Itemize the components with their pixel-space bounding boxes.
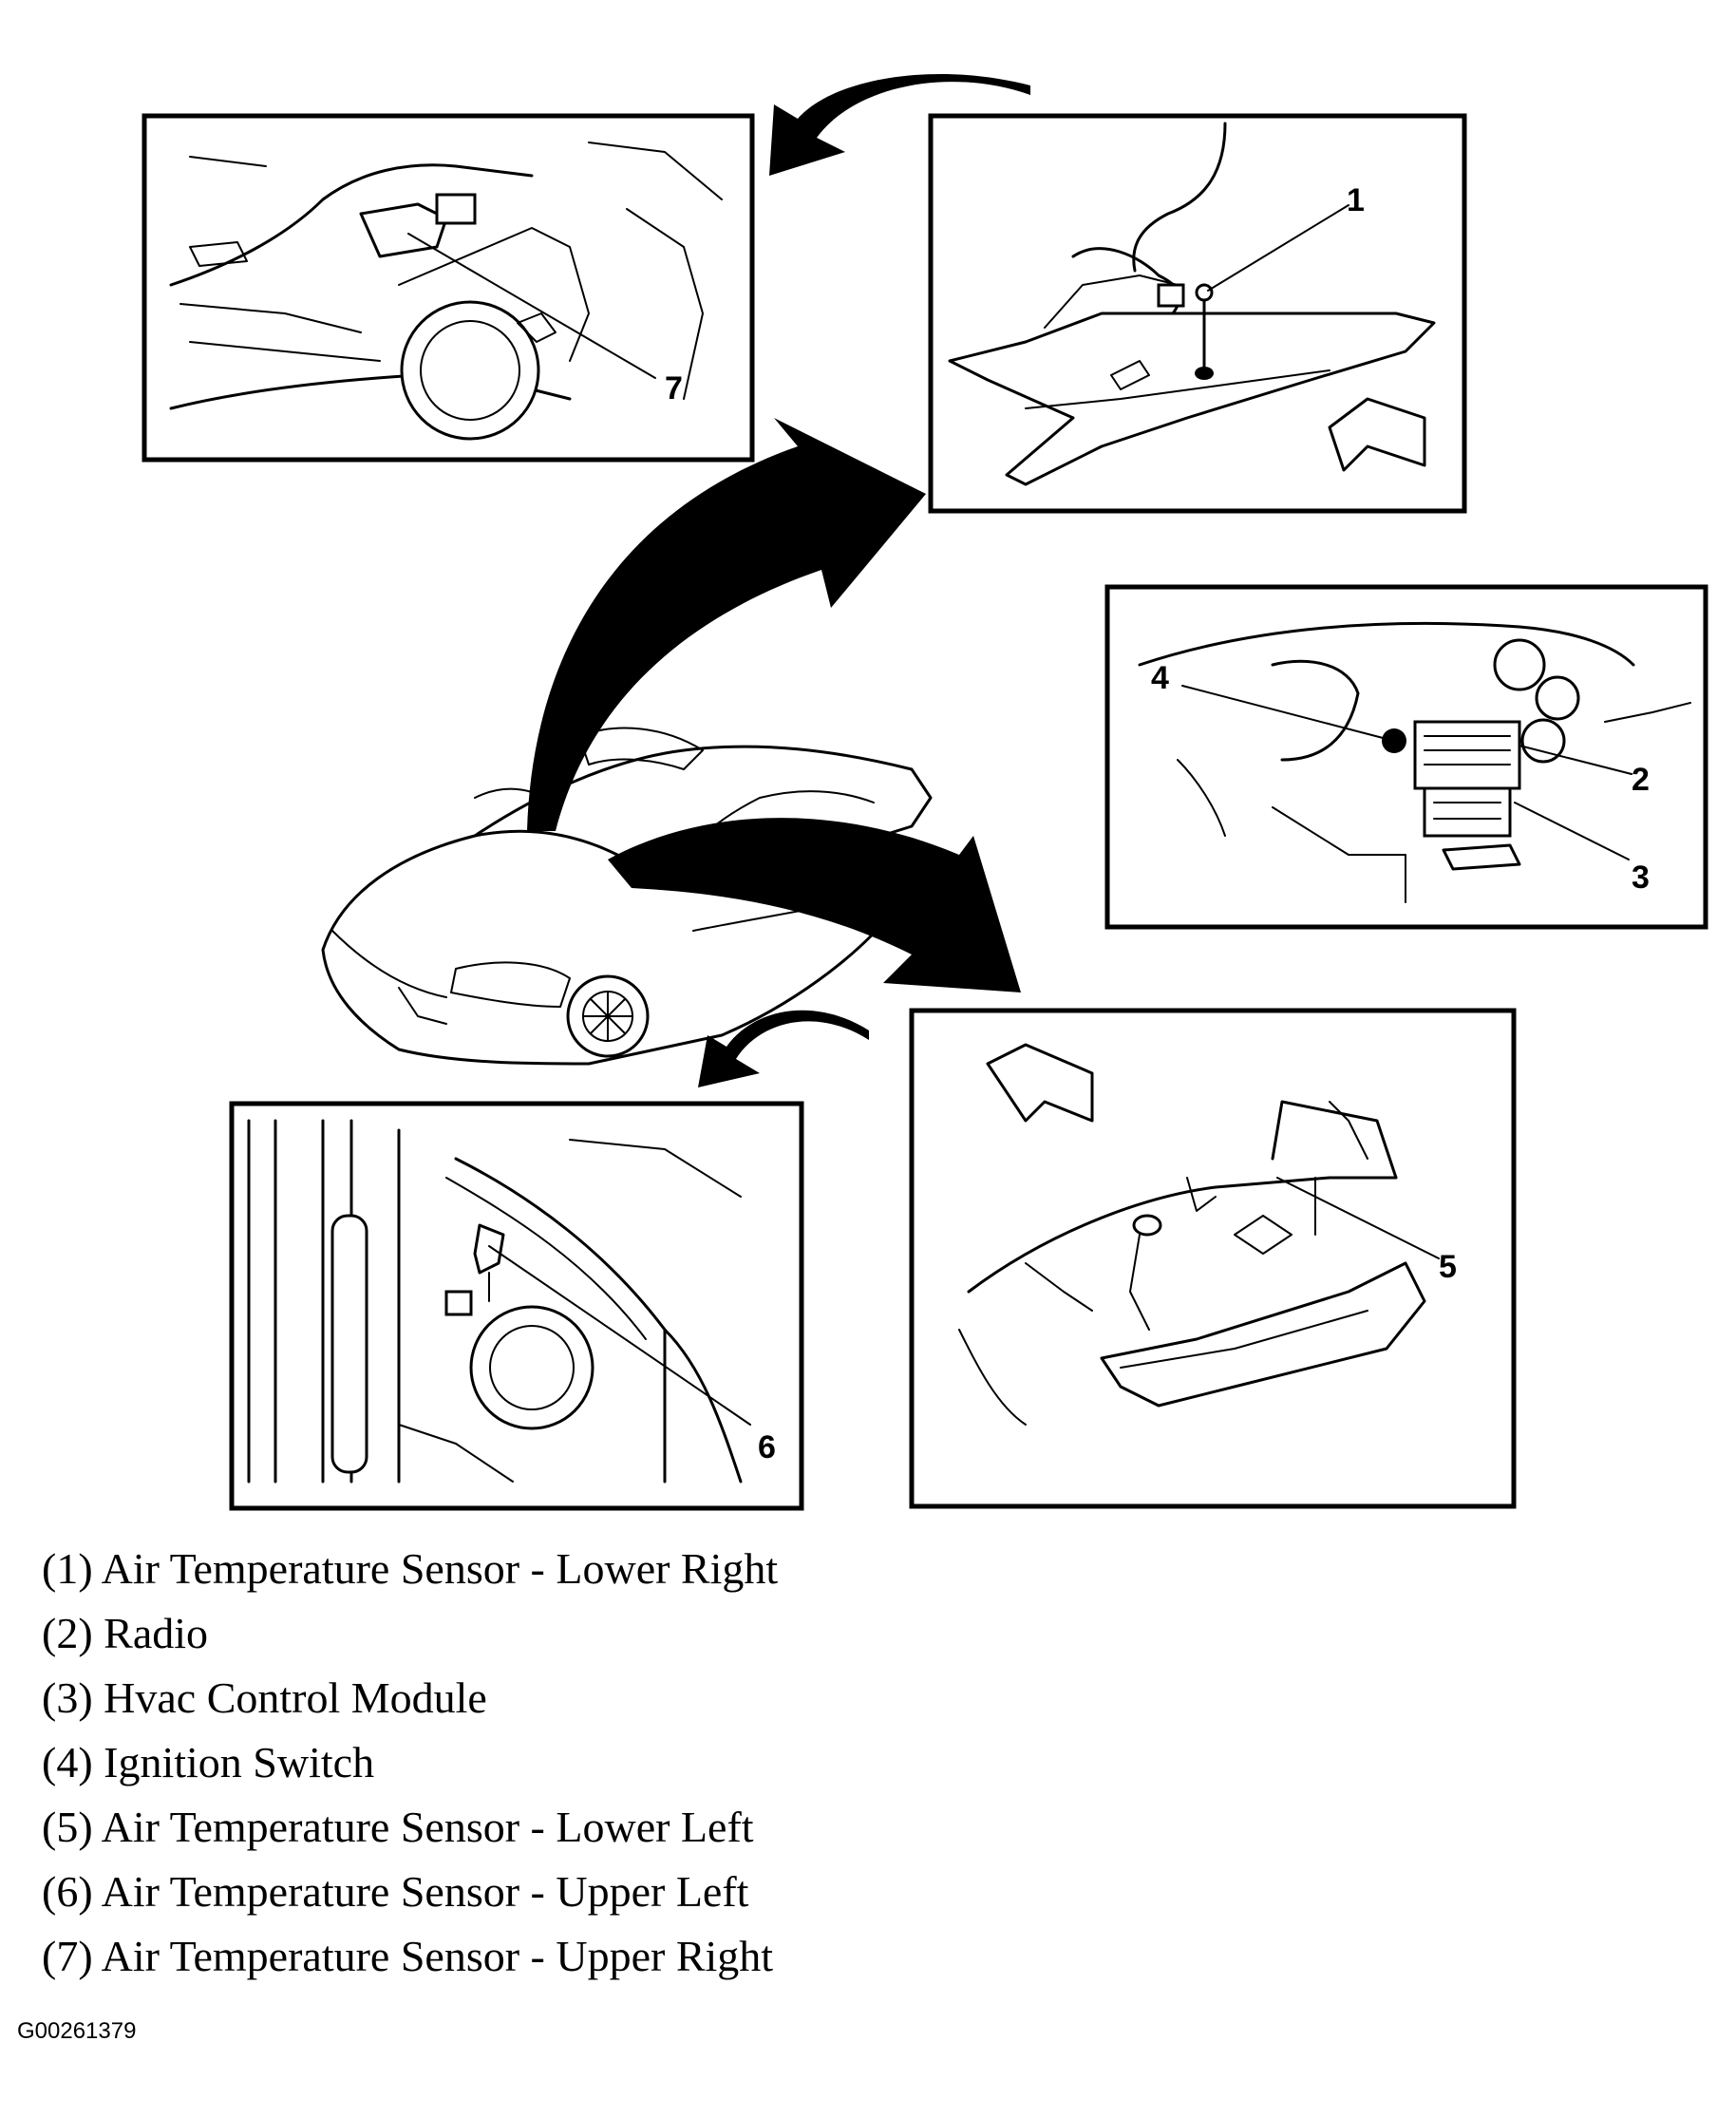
arrow-to-top-left-panel — [769, 73, 1030, 176]
callout-6: 6 — [758, 1429, 776, 1465]
legend-item-3: (3) Hvac Control Module — [42, 1673, 487, 1722]
callout-4: 4 — [1151, 660, 1169, 696]
panel-upper-right-sensor: 7 — [142, 113, 755, 463]
panel-upper-left-sensor: 6 — [229, 1101, 804, 1511]
legend-item-5: (5) Air Temperature Sensor - Lower Left — [42, 1803, 754, 1851]
panel-instrument-panel: 4 2 3 — [1104, 584, 1708, 930]
panel-lower-right-sensor: 1 — [928, 113, 1467, 514]
callout-3: 3 — [1632, 860, 1650, 896]
legend-item-6: (6) Air Temperature Sensor - Upper Left — [42, 1867, 749, 1916]
callout-1: 1 — [1347, 182, 1365, 218]
legend-item-7: (7) Air Temperature Sensor - Upper Right — [42, 1932, 774, 1980]
legend-item-4: (4) Ignition Switch — [42, 1738, 375, 1786]
arrow-to-middle-right-panel — [608, 818, 1021, 992]
arrow-to-top-right-panel — [527, 418, 926, 831]
locator-diagram: 7 1 4 2 3 — [142, 73, 1708, 1511]
panel-lower-left-sensor: 5 — [909, 1008, 1517, 1509]
legend-item-1: (1) Air Temperature Sensor - Lower Right — [42, 1544, 779, 1593]
arrow-to-bottom-left-panel — [698, 1010, 869, 1087]
callout-5: 5 — [1439, 1249, 1457, 1285]
legend-list: (1) Air Temperature Sensor - Lower Right… — [42, 1537, 778, 1989]
callout-7: 7 — [665, 370, 683, 406]
callout-2: 2 — [1632, 762, 1650, 798]
legend-item-2: (2) Radio — [42, 1609, 209, 1657]
figure-id: G00261379 — [17, 2018, 137, 2044]
